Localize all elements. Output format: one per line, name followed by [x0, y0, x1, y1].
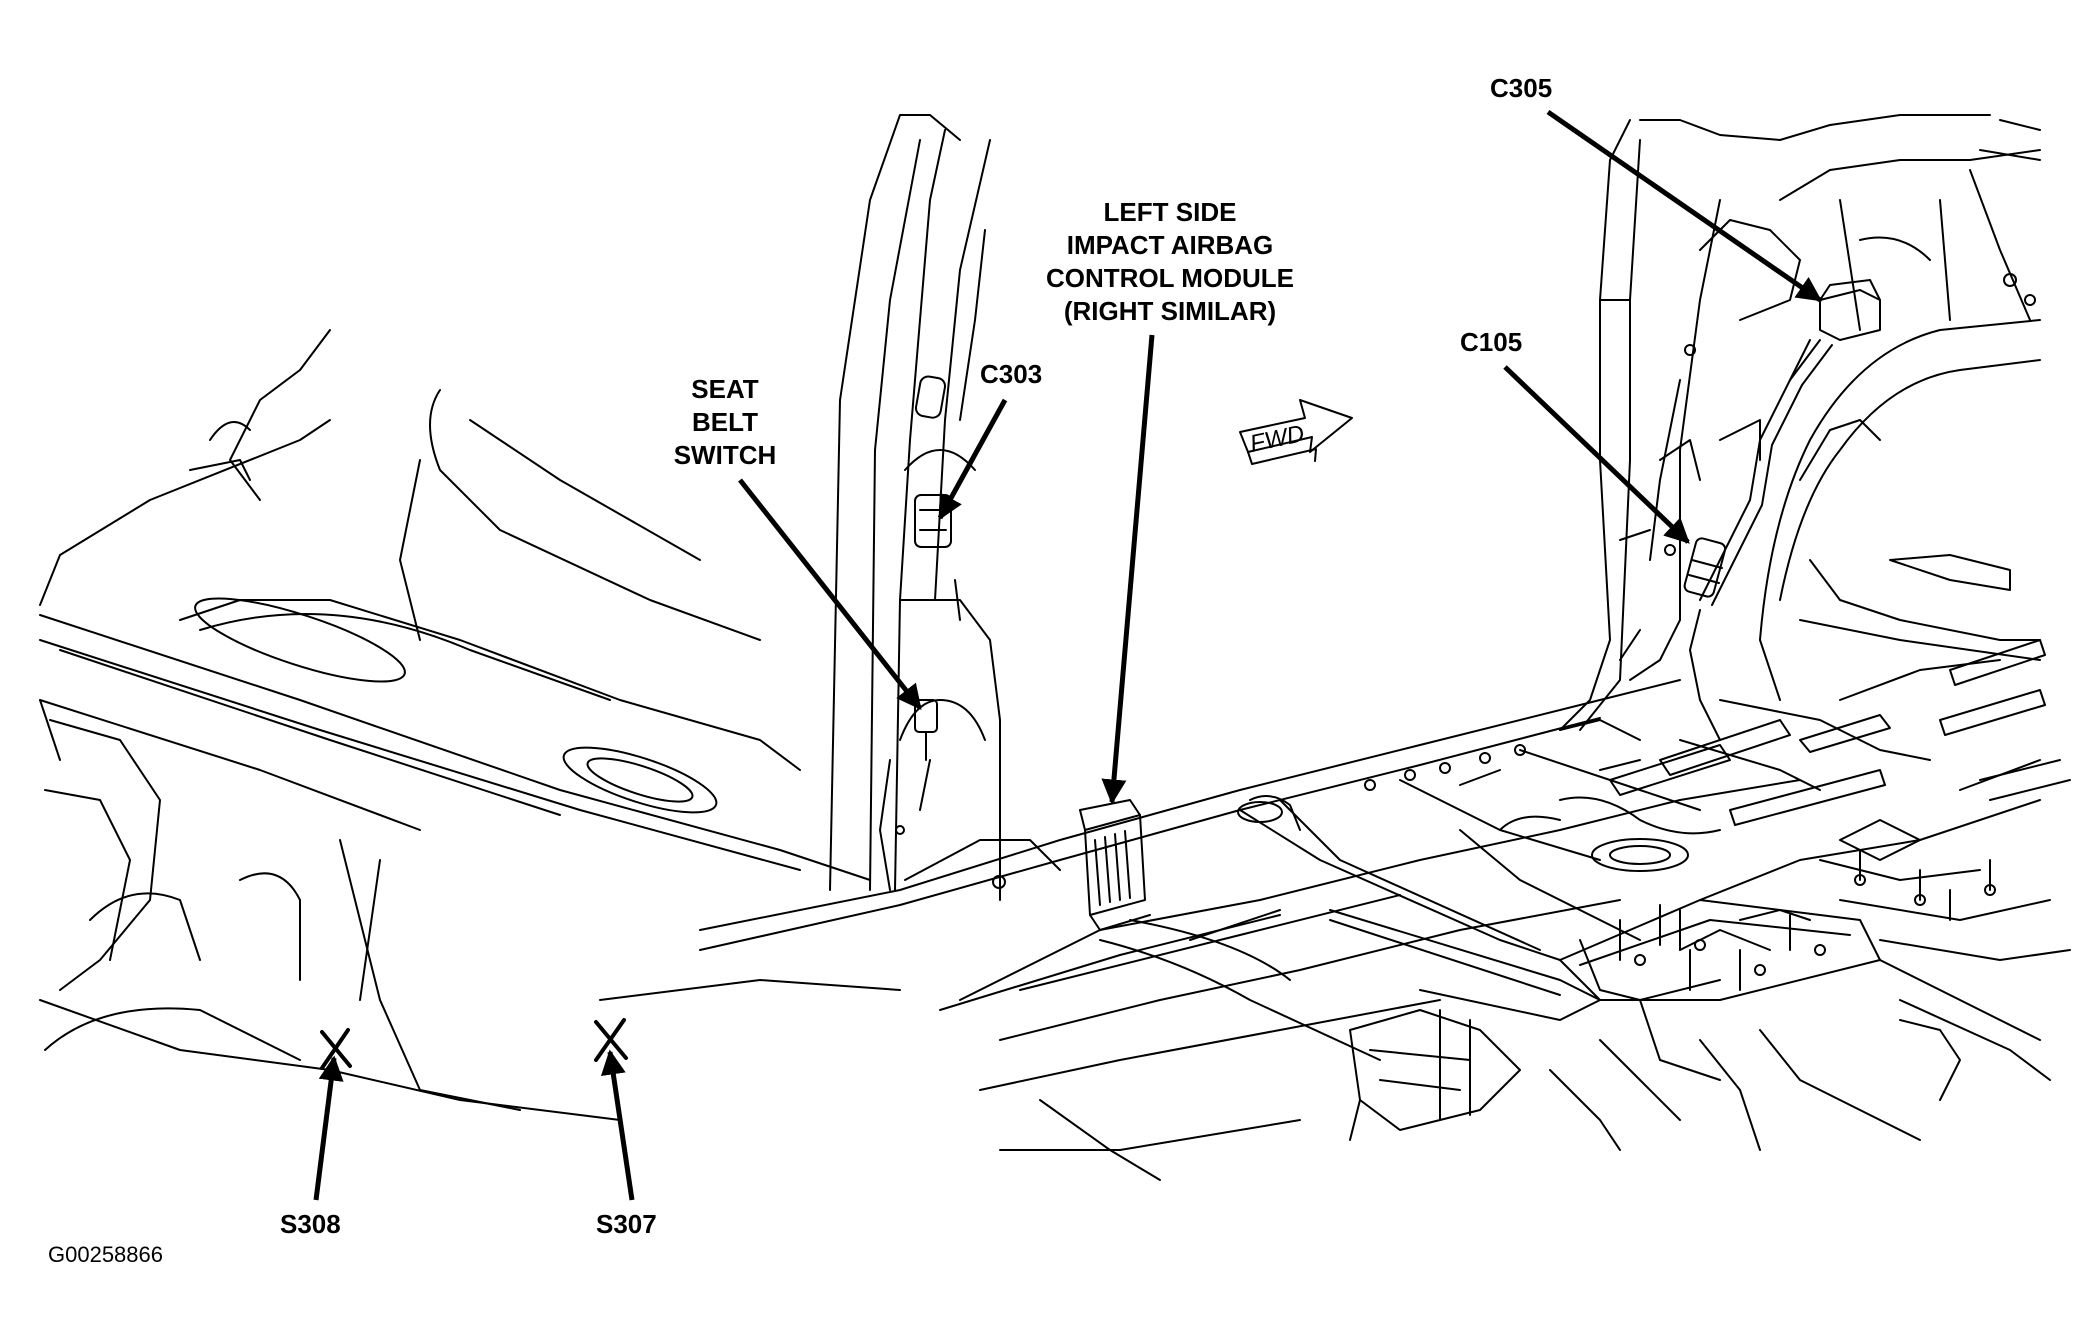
callout-s308: S308	[280, 1209, 341, 1239]
floor-pan	[959, 699, 1931, 1181]
wiring-harness	[1683, 279, 1881, 741]
splice-s308-mark	[320, 1028, 352, 1070]
callout-seat-belt-switch: SEAT BELT SWITCH	[655, 373, 795, 472]
leader-seat-belt-switch	[738, 478, 922, 710]
callout-s307: S307	[596, 1209, 657, 1239]
fwd-label: FWD	[1248, 420, 1307, 458]
airbag-control-module	[1079, 799, 1151, 931]
leader-c305	[1546, 109, 1823, 303]
figure-id: G00258866	[48, 1242, 163, 1267]
rear-floor-ribs	[1559, 639, 2046, 826]
callout-module-line-3: CONTROL MODULE	[1046, 263, 1294, 293]
callout-seat-belt-line-2: BELT	[692, 407, 758, 437]
callout-seat-belt-line-1: SEAT	[691, 374, 759, 404]
callout-module-line-1: LEFT SIDE	[1103, 197, 1237, 227]
callout-airbag-module: LEFT SIDE IMPACT AIRBAG CONTROL MODULE (…	[1020, 196, 1320, 328]
seat-mounting-plate	[1559, 899, 2041, 1121]
rear-right-floor	[1549, 759, 2071, 1151]
b-pillar	[829, 114, 1061, 901]
callout-c105: C105	[1460, 327, 1523, 357]
callout-c303: C303	[980, 359, 1043, 389]
fwd-arrow	[1239, 399, 1353, 465]
leader-s307	[600, 1049, 635, 1201]
callout-c305: C305	[1490, 73, 1553, 103]
callout-module-line-4: (RIGHT SIMILAR)	[1063, 296, 1277, 326]
callout-module-line-2: IMPACT AIRBAG	[1066, 230, 1274, 260]
callout-seat-belt-line-3: SWITCH	[673, 440, 777, 470]
leader-module	[1101, 334, 1155, 805]
rocker-sill	[599, 679, 1681, 1011]
c-pillar	[1559, 114, 1991, 731]
leader-c105	[1503, 365, 1690, 544]
leader-c303	[937, 398, 1008, 521]
rear-wheelhouse	[1759, 119, 2041, 701]
floor-crossmember	[1329, 909, 1721, 1141]
leader-s308	[313, 1055, 344, 1201]
seat-belt-switch-connector	[914, 699, 938, 761]
